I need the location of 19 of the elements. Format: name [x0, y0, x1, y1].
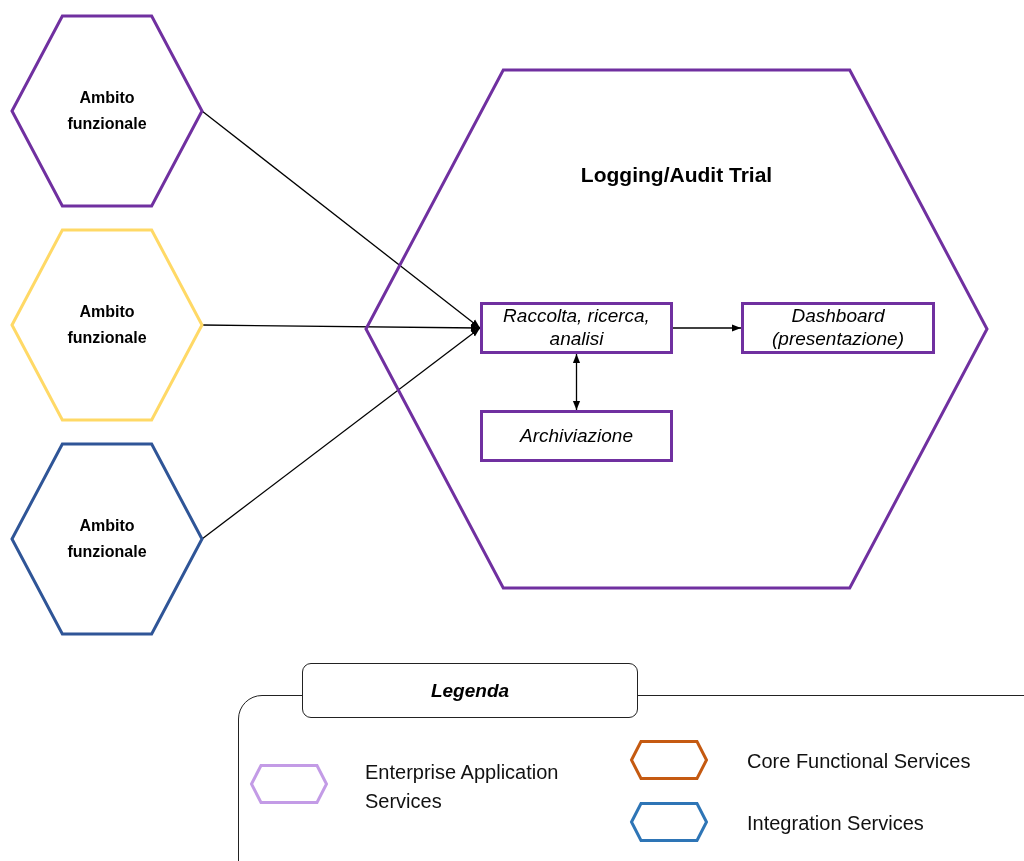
hexagon-label: Ambito funzionale — [66, 516, 148, 562]
connector-arrow — [572, 353, 581, 411]
hexagon-label: Ambito funzionale — [66, 302, 148, 348]
box-label: Raccolta, ricerca, analisi — [502, 305, 651, 351]
connector-arrow — [201, 324, 481, 332]
box-label: Archiviazione — [520, 424, 633, 448]
connector-arrow — [672, 324, 742, 332]
process-box — [480, 302, 673, 354]
process-box — [741, 302, 935, 354]
connector-arrow — [201, 110, 481, 329]
connector-arrow — [201, 327, 481, 540]
legend-text: Integration Services — [747, 811, 925, 836]
legend-text: Core Functional Services — [747, 749, 972, 774]
legend-title: Legenda — [430, 679, 510, 702]
legend-text: Enterprise Application Services — [365, 760, 560, 814]
hexagon-label: Ambito funzionale — [66, 88, 148, 134]
process-box — [480, 410, 673, 462]
hexagon-label: Logging/Audit Trial — [580, 162, 773, 188]
box-label: Dashboard (presentazione) — [771, 305, 905, 351]
